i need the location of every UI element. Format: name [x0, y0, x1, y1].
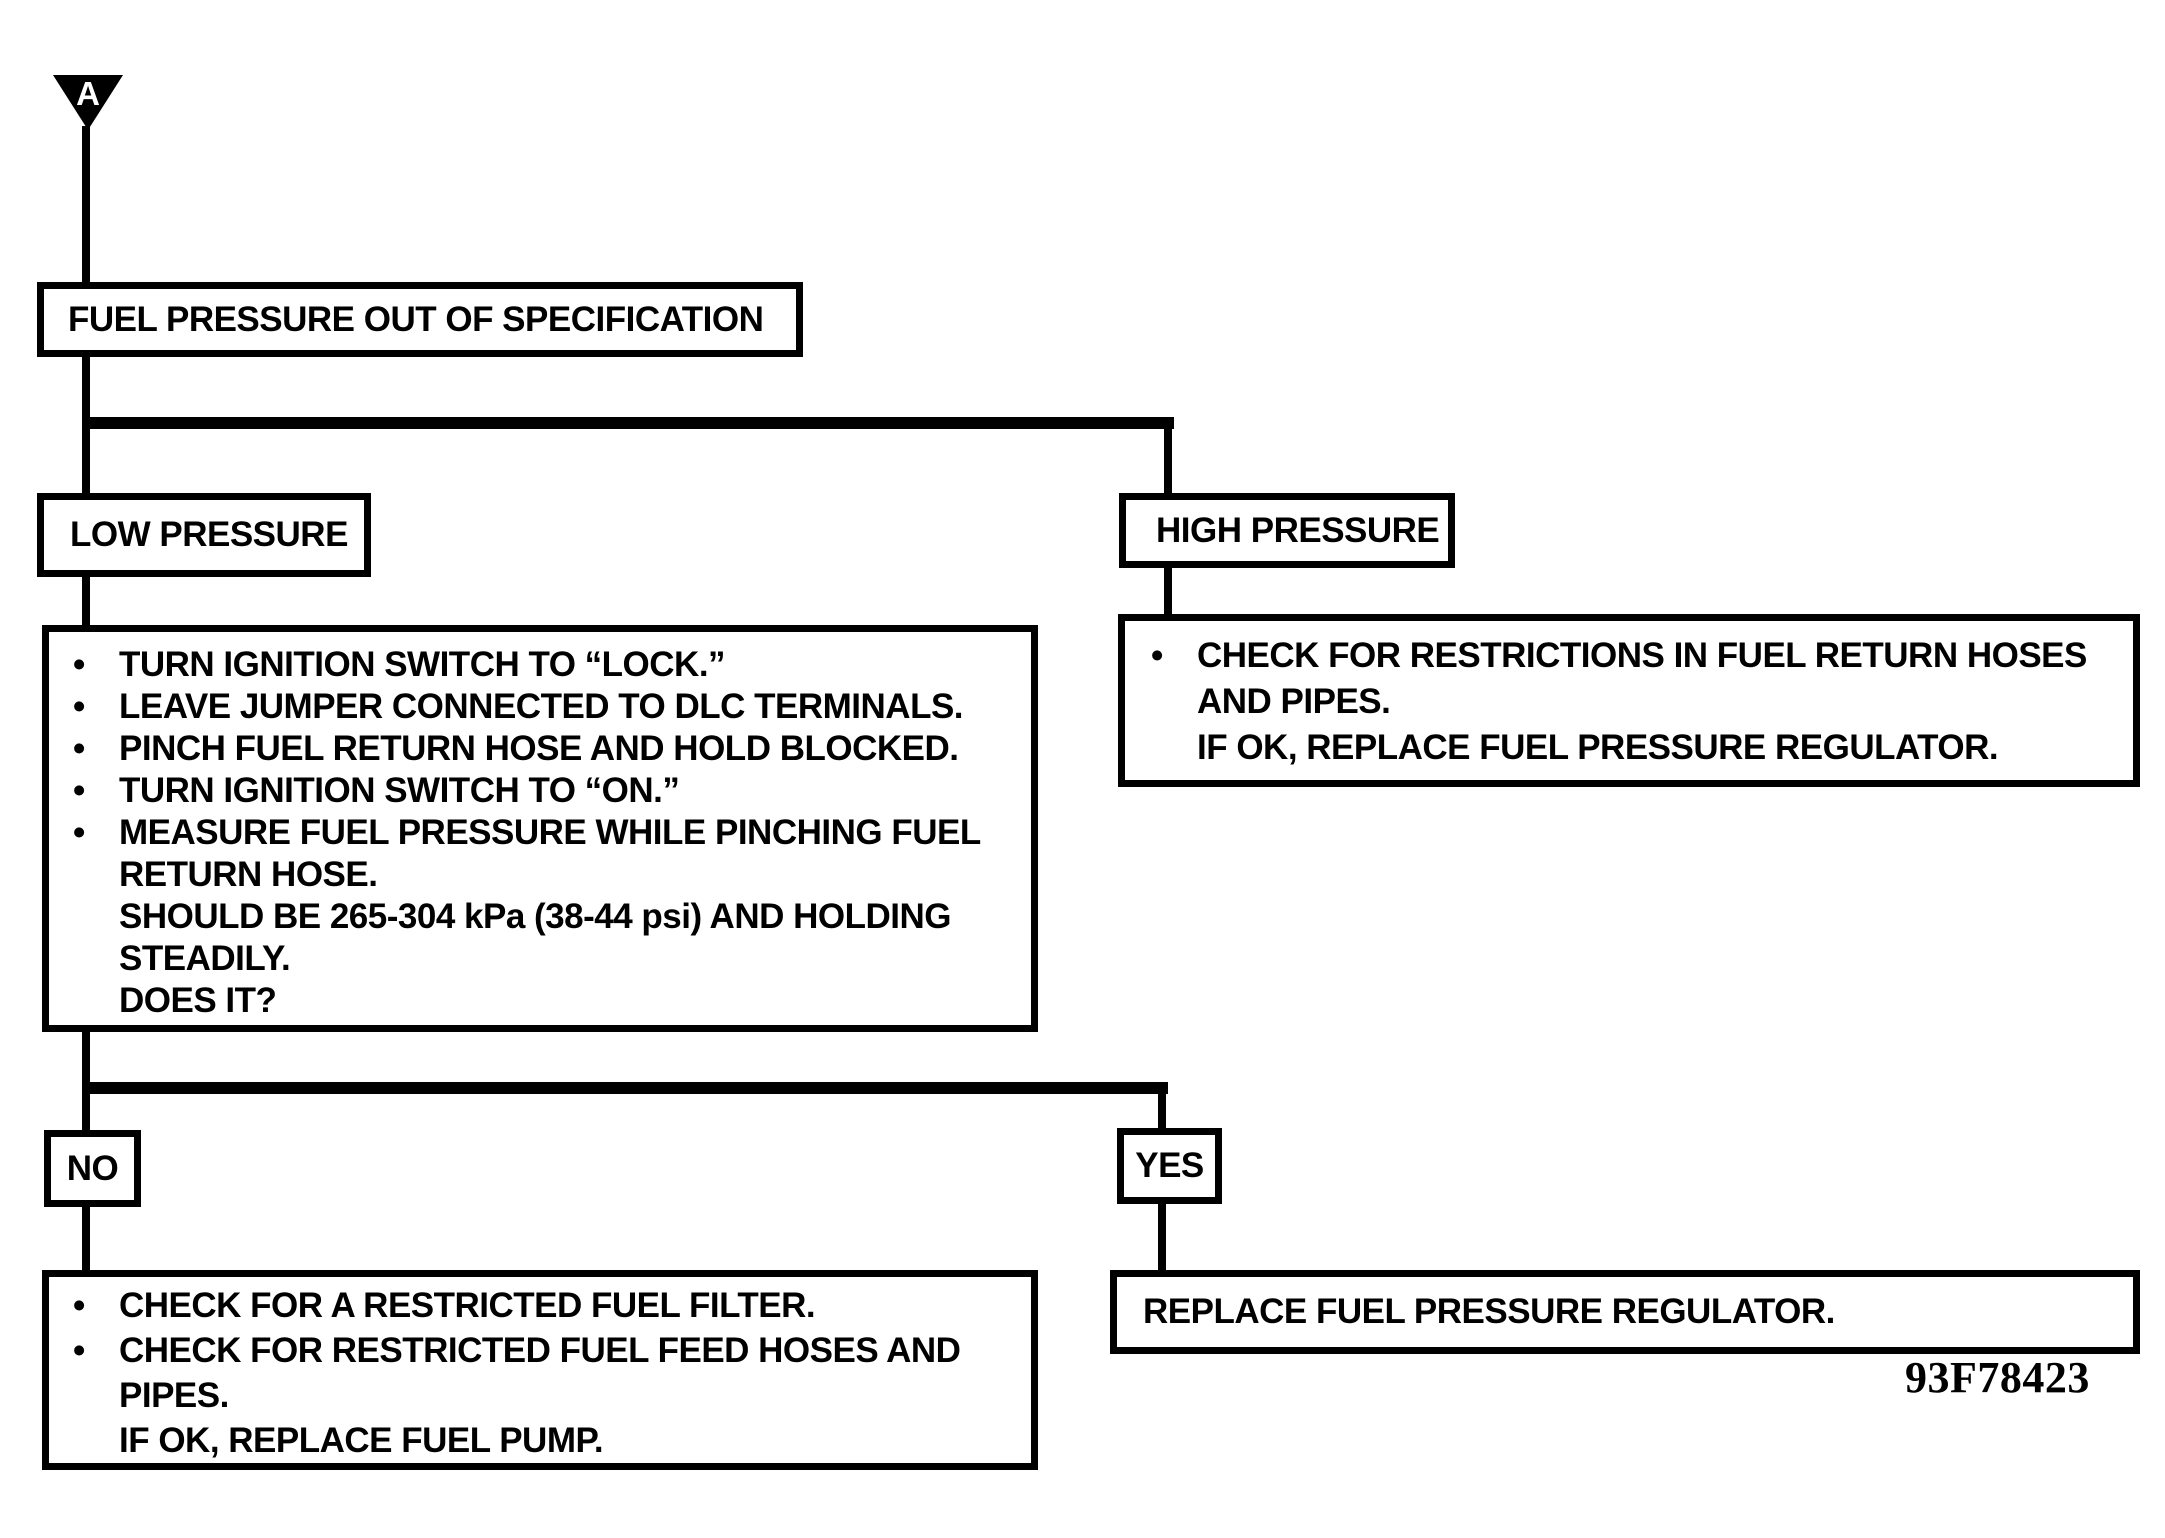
- node-low-pressure: LOW PRESSURE: [37, 493, 371, 577]
- node-label: FUEL PRESSURE OUT OF SPECIFICATION: [68, 299, 764, 339]
- list-item: • TURN IGNITION SWITCH TO “ON.”: [69, 770, 1023, 812]
- node-yes: YES: [1117, 1128, 1222, 1204]
- node-low-pressure-steps: • TURN IGNITION SWITCH TO “LOCK.” • LEAV…: [42, 625, 1038, 1032]
- list-item-text: PIPES.: [119, 1376, 229, 1415]
- list-item: RETURN HOSE.: [69, 854, 1023, 896]
- bullet-icon: [1147, 679, 1197, 725]
- list-item-text: MEASURE FUEL PRESSURE WHILE PINCHING FUE…: [119, 813, 981, 852]
- bullet-icon: •: [73, 729, 85, 768]
- node-label: LOW PRESSURE: [70, 515, 348, 554]
- list-item: • TURN IGNITION SWITCH TO “LOCK.”: [69, 644, 1023, 686]
- connector-line: [1164, 566, 1172, 616]
- list-item: • MEASURE FUEL PRESSURE WHILE PINCHING F…: [69, 812, 1023, 854]
- bullet-icon: •: [1151, 636, 1163, 675]
- connector-a-label: A: [76, 75, 100, 112]
- bullet-icon: [69, 1418, 119, 1463]
- node-fuel-pressure-out-of-spec: FUEL PRESSURE OUT OF SPECIFICATION: [37, 282, 803, 357]
- node-label: REPLACE FUEL PRESSURE REGULATOR.: [1143, 1292, 1835, 1331]
- list-item: IF OK, REPLACE FUEL PRESSURE REGULATOR.: [1147, 725, 2125, 771]
- node-label: NO: [66, 1148, 119, 1188]
- figure-code: 93F78423: [1905, 1353, 2090, 1402]
- bullet-icon: •: [73, 1286, 85, 1325]
- node-high-pressure: HIGH PRESSURE: [1119, 493, 1455, 568]
- connector-line: [1158, 1082, 1166, 1130]
- list-item-text: RETURN HOSE.: [119, 855, 378, 894]
- list-item-text: DOES IT?: [119, 981, 277, 1020]
- bullet-icon: [69, 980, 119, 1022]
- list-item: DOES IT?: [69, 980, 1023, 1022]
- connector-line: [82, 1082, 1168, 1094]
- bullet-icon: [69, 938, 119, 980]
- list-item-text: IF OK, REPLACE FUEL PRESSURE REGULATOR.: [1197, 728, 1999, 767]
- bullet-icon: [69, 896, 119, 938]
- list-item-text: IF OK, REPLACE FUEL PUMP.: [119, 1421, 604, 1460]
- connector-line: [82, 1205, 90, 1272]
- bullet-icon: [69, 854, 119, 896]
- connector-line: [82, 417, 1174, 429]
- list-item-text: AND PIPES.: [1197, 682, 1391, 721]
- bullet-icon: •: [73, 1331, 85, 1370]
- list-item: • LEAVE JUMPER CONNECTED TO DLC TERMINAL…: [69, 686, 1023, 728]
- node-high-pressure-action: • CHECK FOR RESTRICTIONS IN FUEL RETURN …: [1118, 614, 2140, 787]
- node-no-action: • CHECK FOR A RESTRICTED FUEL FILTER. • …: [42, 1270, 1038, 1470]
- connector-line: [82, 575, 90, 627]
- node-no: NO: [44, 1130, 141, 1207]
- connector-line: [82, 1030, 90, 1132]
- node-label: HIGH PRESSURE: [1156, 510, 1440, 550]
- bullet-icon: [69, 1373, 119, 1418]
- list-item-text: STEADILY.: [119, 939, 291, 978]
- list-item: IF OK, REPLACE FUEL PUMP.: [69, 1418, 1023, 1463]
- bullet-icon: •: [73, 645, 85, 684]
- bullet-icon: •: [73, 813, 85, 852]
- list-item: • PINCH FUEL RETURN HOSE AND HOLD BLOCKE…: [69, 728, 1023, 770]
- node-label: YES: [1135, 1146, 1204, 1185]
- list-item: • CHECK FOR RESTRICTIONS IN FUEL RETURN …: [1147, 633, 2125, 679]
- bullet-icon: •: [73, 687, 85, 726]
- bullet-icon: [1147, 725, 1197, 771]
- connector-line: [1164, 417, 1172, 495]
- node-yes-action: REPLACE FUEL PRESSURE REGULATOR.: [1110, 1270, 2140, 1354]
- list-item: SHOULD BE 265-304 kPa (38-44 psi) AND HO…: [69, 896, 1023, 938]
- list-item: PIPES.: [69, 1373, 1023, 1418]
- bullet-icon: •: [73, 771, 85, 810]
- list-item-text: TURN IGNITION SWITCH TO “LOCK.”: [119, 645, 726, 684]
- connector-line: [1158, 1202, 1166, 1272]
- list-item: • CHECK FOR RESTRICTED FUEL FEED HOSES A…: [69, 1328, 1023, 1373]
- connector-line: [82, 126, 90, 284]
- list-item-text: PINCH FUEL RETURN HOSE AND HOLD BLOCKED.: [119, 729, 959, 768]
- list-item-text: LEAVE JUMPER CONNECTED TO DLC TERMINALS.: [119, 687, 964, 726]
- list-item: STEADILY.: [69, 938, 1023, 980]
- list-item-text: SHOULD BE 265-304 kPa (38-44 psi) AND HO…: [119, 897, 952, 936]
- list-item-text: CHECK FOR A RESTRICTED FUEL FILTER.: [119, 1286, 816, 1325]
- list-item-text: TURN IGNITION SWITCH TO “ON.”: [119, 771, 680, 810]
- connector-a-triangle-icon: [53, 75, 123, 130]
- list-item: • CHECK FOR A RESTRICTED FUEL FILTER.: [69, 1283, 1023, 1328]
- list-item-text: CHECK FOR RESTRICTIONS IN FUEL RETURN HO…: [1197, 636, 2087, 675]
- list-item-text: CHECK FOR RESTRICTED FUEL FEED HOSES AND: [119, 1331, 961, 1370]
- list-item: AND PIPES.: [1147, 679, 2125, 725]
